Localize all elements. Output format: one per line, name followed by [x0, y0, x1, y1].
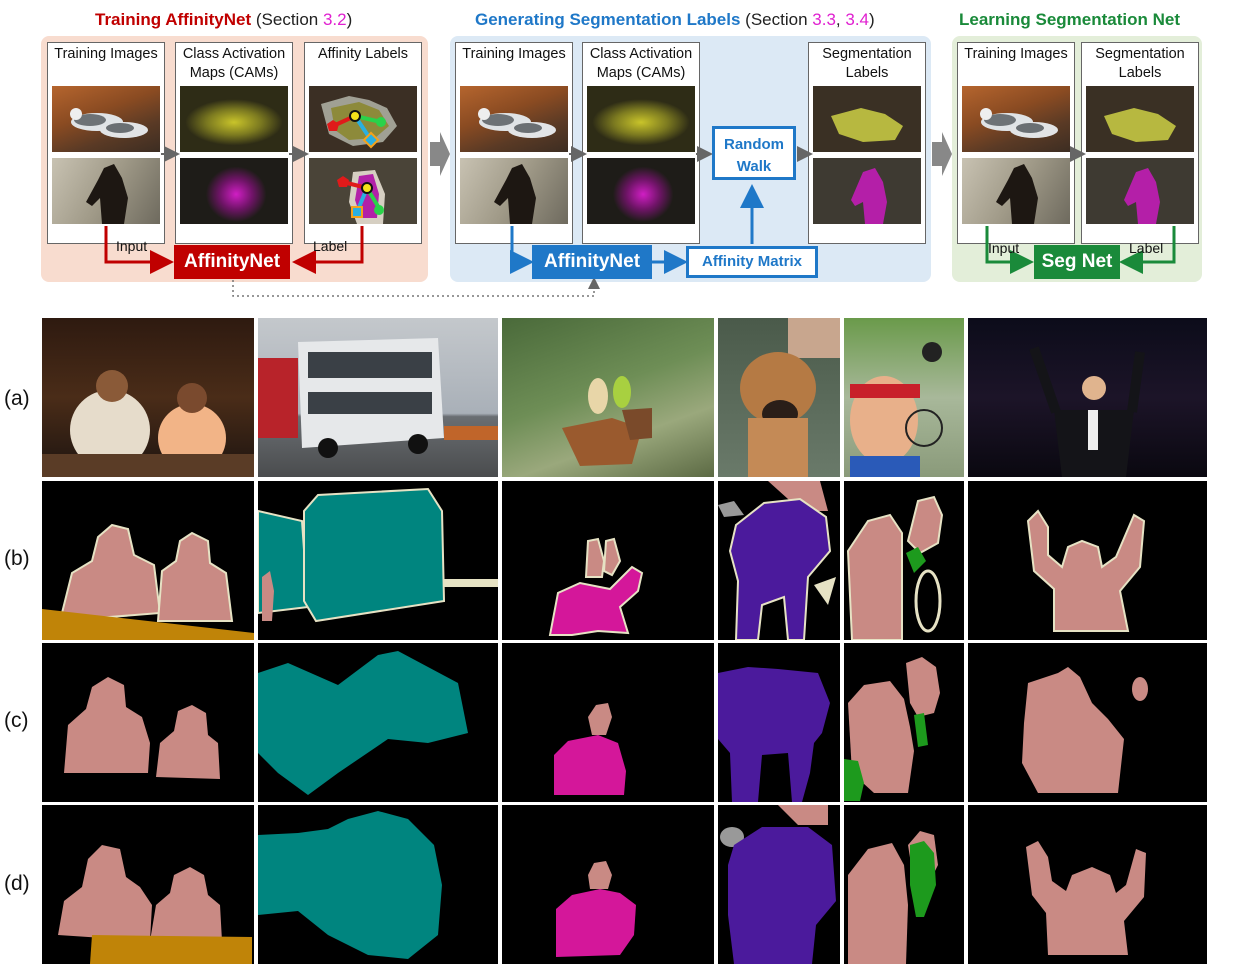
bird-photo-thumbnail	[51, 85, 161, 153]
label-label: Label	[313, 238, 348, 254]
cyclist-photo	[844, 318, 964, 477]
column-header: Training Images	[54, 46, 158, 62]
dog-photo	[718, 318, 840, 477]
horse-riders-photo	[502, 318, 714, 477]
input-arrow	[104, 226, 174, 274]
input-arrow	[985, 226, 1034, 274]
people-result-c	[42, 643, 254, 802]
cyclist-result-c	[844, 643, 964, 802]
bird-photo-thumbnail	[459, 85, 569, 153]
horse-photo-thumbnail	[459, 157, 569, 225]
horse-segmentation-thumbnail	[812, 157, 922, 225]
people-groundtruth	[42, 481, 254, 640]
column-header: Class Activation Maps (CAMs)	[589, 46, 693, 81]
horse-cam-thumbnail	[179, 157, 289, 225]
column-header: Segmentation Labels	[822, 46, 912, 81]
learning-title-main: Learning Segmentation Net	[959, 10, 1181, 29]
speaker-photo	[968, 318, 1207, 477]
segnet-box: Seg Net	[1034, 245, 1120, 279]
horse-riders-groundtruth	[502, 481, 714, 640]
column-header: Training Images	[964, 46, 1068, 62]
bird-cam-thumbnail	[179, 85, 289, 153]
label-label: Label	[1129, 240, 1164, 256]
diagram-arrows	[104, 132, 1176, 297]
bird-segmentation-thumbnail	[1085, 85, 1195, 153]
training-title-main: Training AffinityNet	[95, 10, 252, 29]
input-label: Input	[116, 238, 148, 254]
column-header: Segmentation Labels	[1095, 46, 1185, 81]
generating-title-ref2: 3.4	[845, 10, 869, 29]
dog-groundtruth	[718, 481, 840, 640]
generating-title-close: )	[869, 10, 875, 29]
random-walk-label: Random Walk	[724, 136, 784, 175]
learning-panel-title: Learning Segmentation Net	[959, 10, 1180, 30]
bird-cam-thumbnail	[586, 85, 696, 153]
affinity-matrix-box: Affinity Matrix	[686, 246, 818, 278]
generating-title-ref1: 3.3	[812, 10, 836, 29]
row-label-d: (d)	[4, 872, 30, 895]
dotted-connector	[232, 277, 600, 297]
training-title-prefix: (Section	[251, 10, 323, 29]
generating-title-prefix: (Section	[740, 10, 813, 29]
panel-arrow	[430, 132, 450, 176]
training-title-ref: 3.2	[322, 10, 347, 29]
random-walk-box: Random Walk	[712, 126, 796, 180]
horse-riders-result-d	[502, 805, 714, 964]
bird-photo-thumbnail	[961, 85, 1071, 153]
bird-segmentation-thumbnail	[812, 85, 922, 153]
horse-photo-thumbnail	[51, 157, 161, 225]
column-header: Affinity Labels	[317, 46, 408, 62]
row-label-b: (b)	[4, 547, 30, 570]
row-label-a: (a)	[4, 387, 30, 410]
cyclist-result-d	[844, 805, 964, 964]
dog-result-d	[718, 805, 840, 964]
bird-affinity-thumbnail	[308, 85, 418, 153]
row-label-c: (c)	[4, 709, 29, 732]
input-arrow	[510, 226, 534, 274]
affinitynet-inference-box: AffinityNet	[532, 245, 652, 279]
training-panel-title: Training AffinityNet (Section 3.2)	[95, 10, 352, 30]
horse-photo-thumbnail	[961, 157, 1071, 225]
affinitynet-training-box: AffinityNet	[174, 245, 290, 279]
speaker-result-c	[968, 643, 1207, 802]
bus-groundtruth	[258, 481, 498, 640]
generating-title-main: Generating Segmentation Labels	[475, 10, 741, 29]
speaker-groundtruth	[968, 481, 1207, 640]
training-title-close: )	[346, 10, 353, 29]
horse-affinity-thumbnail	[308, 157, 418, 225]
bus-photo	[258, 318, 498, 477]
column-header: Training Images	[462, 46, 566, 62]
generating-panel-title: Generating Segmentation Labels (Section …	[475, 10, 875, 30]
people-result-d	[42, 805, 254, 964]
cyclist-groundtruth	[844, 481, 964, 640]
panel-arrow	[932, 132, 952, 176]
horse-cam-thumbnail	[586, 157, 696, 225]
label-arrow	[1119, 226, 1176, 274]
label-arrow	[292, 226, 364, 274]
bus-result-c	[258, 643, 498, 802]
people-photo	[42, 318, 254, 477]
column-header: Class Activation Maps (CAMs)	[182, 46, 286, 81]
speaker-result-d	[968, 805, 1207, 964]
generating-title-sep: ,	[835, 10, 846, 29]
horse-segmentation-thumbnail	[1085, 157, 1195, 225]
horse-riders-result-c	[502, 643, 714, 802]
bus-result-d	[258, 805, 498, 964]
dog-result-c	[718, 643, 840, 802]
input-label: Input	[988, 240, 1020, 256]
